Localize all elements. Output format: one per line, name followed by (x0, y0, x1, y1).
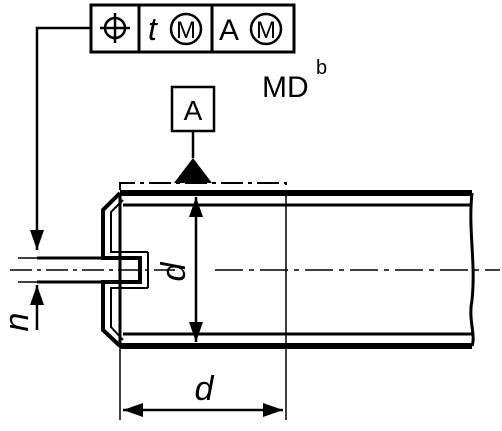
position-icon (100, 13, 130, 43)
offset-label: n (0, 313, 36, 332)
feature-control-frame: t M A M (89, 3, 296, 54)
mmc-circle-icon (169, 12, 203, 46)
length-label: d (195, 370, 215, 408)
fcf-leader-line (30, 26, 91, 250)
tolerance-value: t (148, 11, 158, 47)
length-dimension-horizontal: d (119, 190, 287, 420)
mmc-circle-icon (249, 12, 283, 46)
datum-feature-symbol: A (170, 85, 216, 183)
centerlines (10, 182, 500, 271)
offset-dimension: n (0, 285, 44, 332)
note: MD b (262, 57, 327, 104)
diameter-label-vertical: d (155, 261, 193, 281)
datum-reference: A (219, 14, 239, 47)
datum-triangle (174, 158, 212, 183)
datum-modifier: M (256, 17, 276, 44)
datum-feature-label: A (184, 95, 203, 126)
diameter-dimension-vertical: d (155, 197, 203, 342)
tolerance-modifier: M (176, 17, 196, 44)
part-outline (18, 190, 475, 349)
note-text: MD (262, 71, 309, 104)
note-superscript: b (316, 57, 327, 79)
